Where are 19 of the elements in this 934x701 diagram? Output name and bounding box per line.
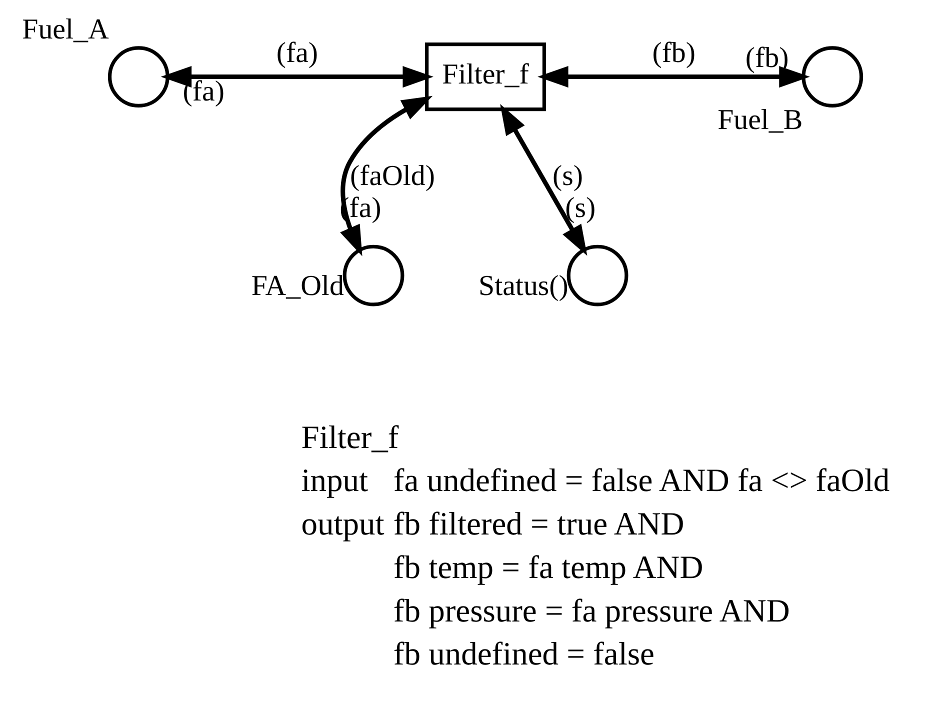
- edge-label: (s): [552, 160, 583, 192]
- label: fa undefined = false AND fa <> faOld: [393, 463, 890, 500]
- label: fb temp = fa temp AND: [393, 550, 704, 586]
- label: (fb): [745, 42, 789, 74]
- label: Filter_f: [301, 420, 399, 456]
- label: fb pressure = fa pressure AND: [393, 593, 790, 630]
- label: fb undefined = false: [393, 636, 654, 673]
- node-label: FA_Old: [251, 270, 344, 302]
- label: output: [301, 506, 384, 543]
- node-label: Status(): [478, 270, 568, 302]
- node-label: Fuel_B: [718, 104, 803, 136]
- edge-label: (faOld): [350, 160, 435, 192]
- label: fb filtered = true AND: [393, 506, 684, 543]
- label: (s): [565, 192, 596, 224]
- label: input: [301, 463, 368, 500]
- node-label: Fuel_A: [22, 14, 109, 46]
- edge-label: (fa): [276, 36, 318, 69]
- label: (fa): [182, 75, 224, 108]
- edge-label: (fb): [652, 36, 696, 69]
